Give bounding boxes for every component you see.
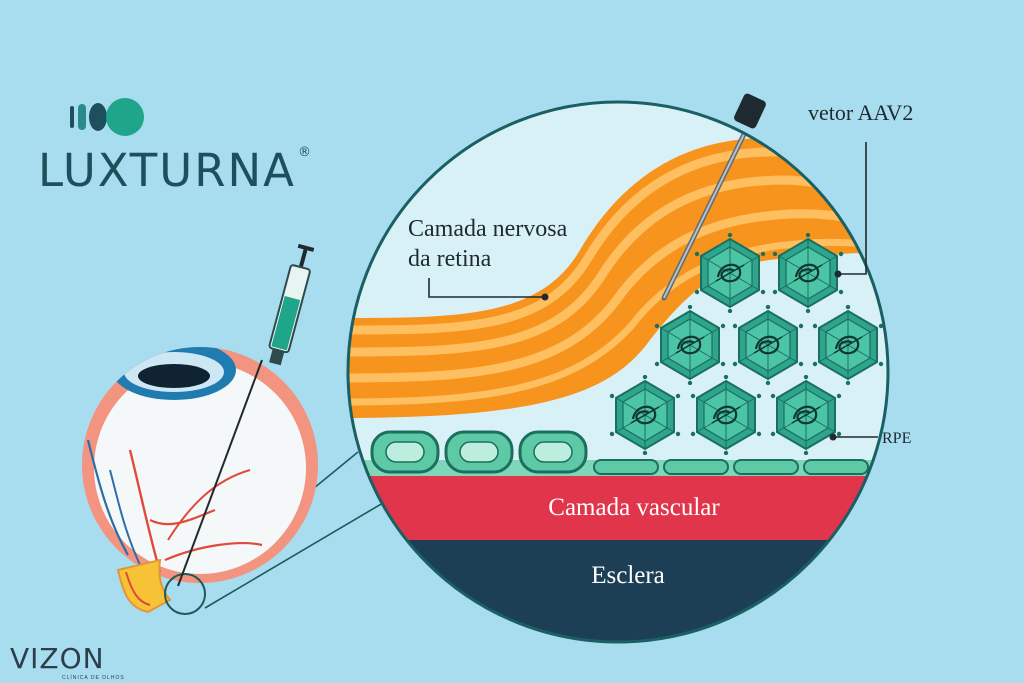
logo-mark-icon: [70, 98, 144, 136]
label-vector: vetor AAV2: [808, 100, 913, 125]
brand-name-text: LUXTURNA: [38, 144, 296, 197]
rpe-cell-row: [348, 430, 888, 476]
vizon-tagline: CLÍNICA DE OLHOS: [62, 675, 125, 681]
needle-hub-icon: [734, 93, 766, 129]
registered-mark: ®: [297, 145, 313, 160]
label-nerve-layer-line1: Camada nervosa: [408, 216, 568, 242]
injection-site-ring: [164, 573, 206, 615]
label-sclera: Esclera: [591, 562, 665, 589]
syringe-icon: [177, 243, 315, 587]
luxturna-logo: LUXTURNA®: [38, 96, 318, 206]
label-rpe: RPE: [882, 430, 911, 447]
zoom-connector-bottom: [204, 499, 389, 609]
vizon-logo: VIZON: [10, 642, 105, 675]
label-nerve-layer-line2: da retina: [408, 246, 492, 272]
vascular-layer-band: [348, 474, 888, 540]
leader-vector: [838, 142, 867, 275]
needle-icon: [661, 119, 753, 301]
brand-name: LUXTURNA®: [38, 145, 313, 193]
eye-cross-section: [82, 347, 318, 615]
label-vascular-layer: Camada vascular: [548, 494, 720, 521]
leader-nerve-layer: [428, 278, 545, 298]
